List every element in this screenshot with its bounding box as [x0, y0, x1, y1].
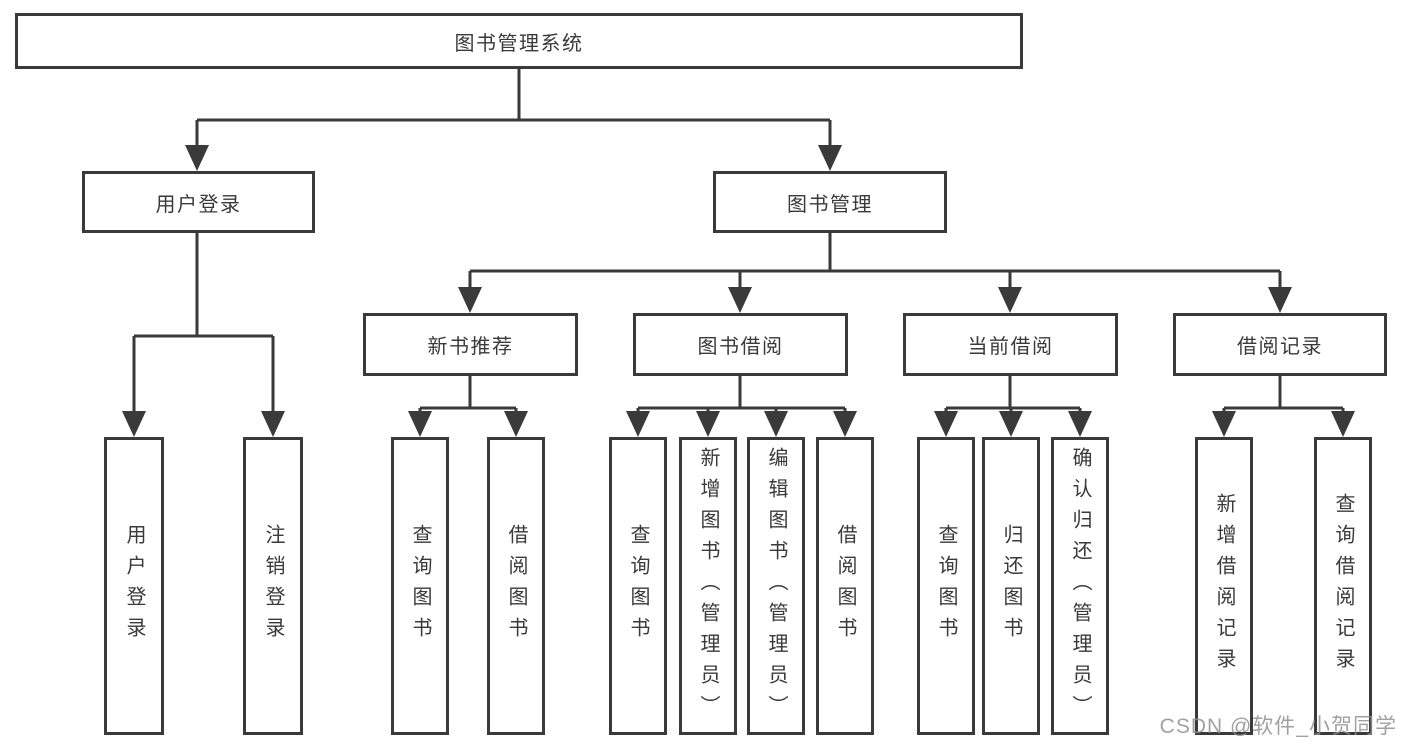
arrowheads — [122, 145, 1355, 437]
leaf-recommend-query-books: 查询图书 — [391, 437, 449, 735]
csdn-watermark: CSDN @软件_小贺同学 — [1159, 715, 1397, 738]
arrow-icon — [818, 145, 842, 171]
leaf-return-books: 归还图书 — [982, 437, 1040, 735]
node-new-book-recommend: 新书推荐 — [363, 313, 578, 376]
leaf-confirm-return-admin-label: 确认归还（管理员） — [1069, 446, 1091, 726]
node-new-book-recommend-label: 新书推荐 — [427, 336, 514, 358]
arrow-icon — [185, 145, 209, 171]
arrow-icon — [626, 411, 650, 437]
node-book-borrow-label: 图书借阅 — [697, 336, 784, 358]
arrow-icon — [1068, 411, 1092, 437]
leaf-add-books-admin: 新增图书（管理员） — [679, 437, 737, 735]
leaf-logout: 注销登录 — [243, 437, 303, 735]
leaf-borrow-books: 借阅图书 — [816, 437, 874, 735]
node-current-borrow-label: 当前借阅 — [967, 336, 1054, 358]
arrow-icon — [122, 411, 146, 437]
arrow-icon — [1268, 287, 1292, 313]
leaf-return-books-label: 归还图书 — [1000, 524, 1022, 648]
node-borrow-records: 借阅记录 — [1173, 313, 1387, 376]
arrow-icon — [764, 411, 788, 437]
leaf-edit-books-admin: 编辑图书（管理员） — [747, 437, 805, 735]
leaf-edit-books-admin-label: 编辑图书（管理员） — [765, 446, 787, 726]
node-current-borrow: 当前借阅 — [903, 313, 1118, 376]
leaf-current-query-books: 查询图书 — [917, 437, 975, 735]
leaf-borrow-query-books-label: 查询图书 — [627, 524, 649, 648]
leaf-current-query-books-label: 查询图书 — [935, 524, 957, 648]
leaf-recommend-borrow-books: 借阅图书 — [487, 437, 545, 735]
leaf-user-login-label: 用户登录 — [123, 524, 145, 648]
leaf-user-login: 用户登录 — [104, 437, 164, 735]
leaf-add-borrow-record-label: 新增借阅记录 — [1213, 493, 1235, 679]
arrow-icon — [458, 287, 482, 313]
arrow-icon — [696, 411, 720, 437]
arrow-icon — [408, 411, 432, 437]
arrow-icon — [261, 411, 285, 437]
node-book-borrow: 图书借阅 — [633, 313, 848, 376]
arrow-icon — [1212, 411, 1236, 437]
arrow-icon — [998, 287, 1022, 313]
arrow-icon — [833, 411, 857, 437]
leaf-recommend-query-books-label: 查询图书 — [409, 524, 431, 648]
leaf-confirm-return-admin: 确认归还（管理员） — [1051, 437, 1109, 735]
arrow-icon — [504, 411, 528, 437]
leaf-recommend-borrow-books-label: 借阅图书 — [505, 524, 527, 648]
node-book-management-label: 图书管理 — [787, 193, 873, 216]
leaf-borrow-query-books: 查询图书 — [609, 437, 667, 735]
node-root: 图书管理系统 — [15, 13, 1023, 69]
arrow-icon — [1331, 411, 1355, 437]
arrow-icon — [999, 411, 1023, 437]
arrow-icon — [934, 411, 958, 437]
leaf-logout-label: 注销登录 — [262, 524, 284, 648]
leaf-borrow-books-label: 借阅图书 — [834, 524, 856, 648]
node-book-management: 图书管理 — [713, 171, 947, 233]
arrow-icon — [728, 287, 752, 313]
node-root-label: 图书管理系统 — [454, 32, 584, 55]
leaf-add-books-admin-label: 新增图书（管理员） — [697, 446, 719, 726]
leaf-add-borrow-record: 新增借阅记录 — [1195, 437, 1253, 735]
node-user-login-label: 用户登录 — [155, 193, 242, 216]
node-borrow-records-label: 借阅记录 — [1237, 336, 1323, 358]
leaf-query-borrow-record-label: 查询借阅记录 — [1332, 493, 1354, 679]
node-user-login: 用户登录 — [82, 171, 315, 233]
leaf-query-borrow-record: 查询借阅记录 — [1314, 437, 1372, 735]
